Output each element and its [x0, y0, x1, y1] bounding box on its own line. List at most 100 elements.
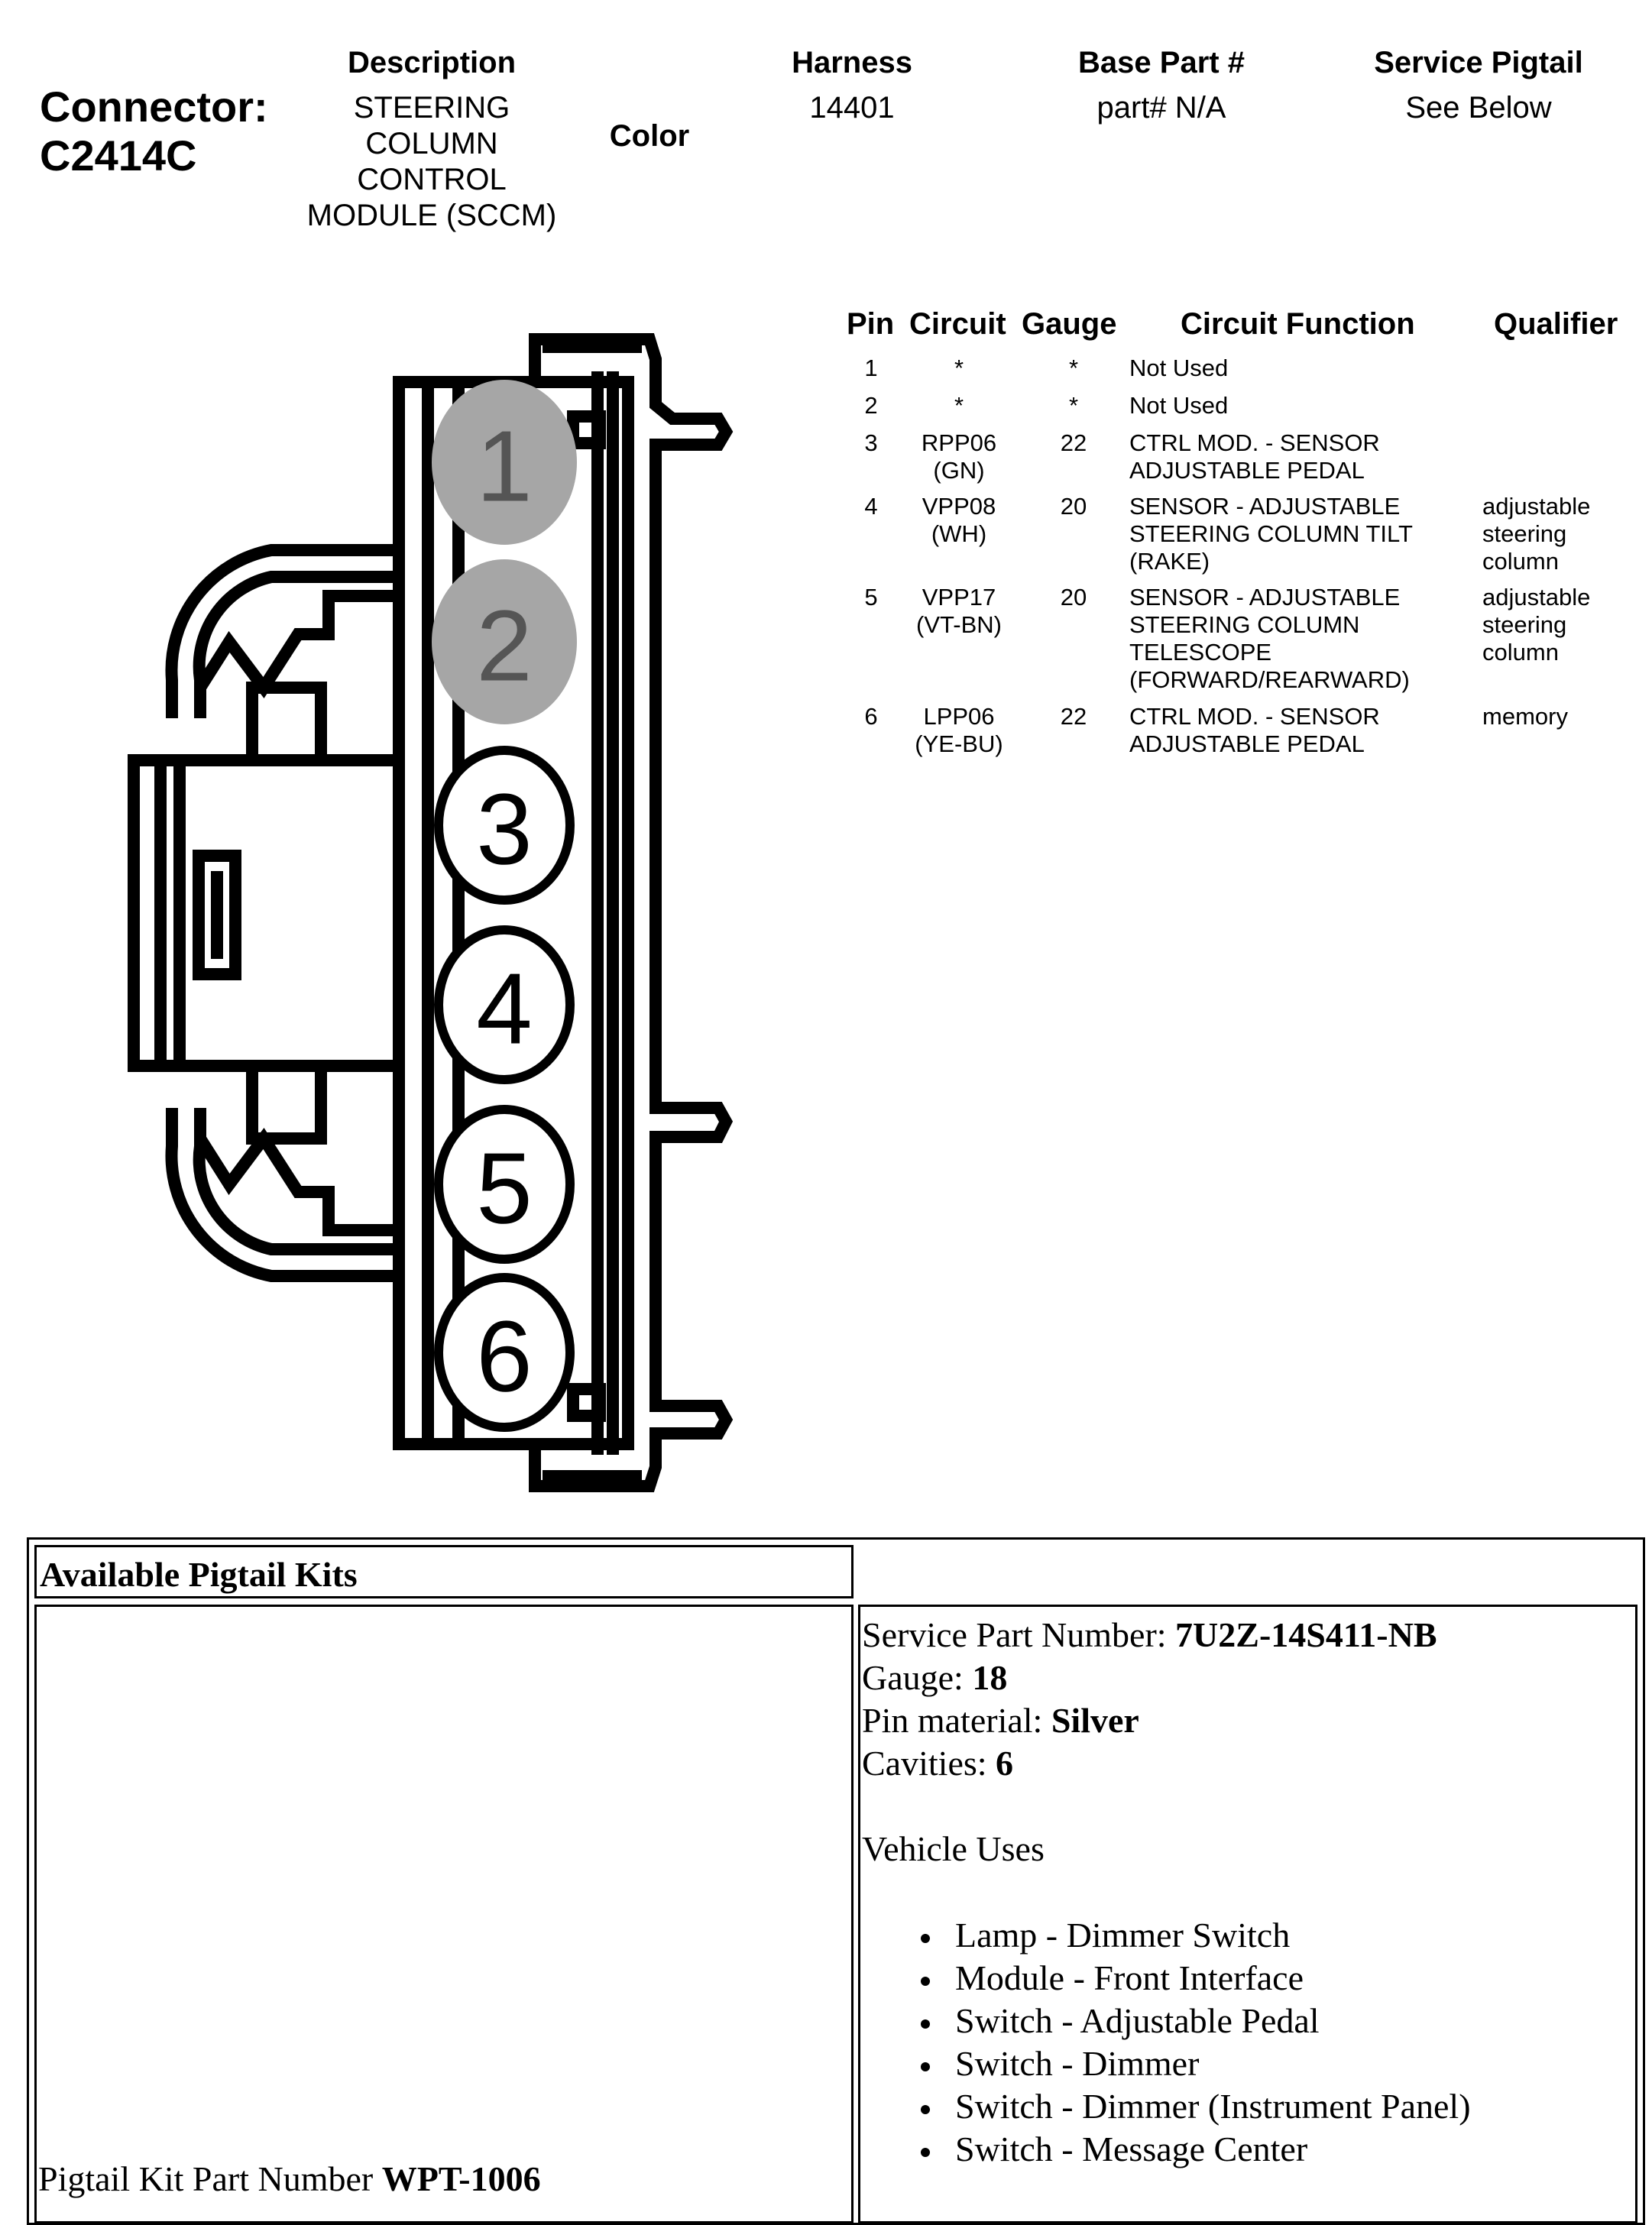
qualifier: memory [1482, 703, 1635, 730]
circuit-code-line: LPP06 [923, 703, 995, 730]
qualifier-line: steering [1482, 520, 1567, 547]
function-line: ADJUSTABLE PEDAL [1129, 730, 1365, 757]
gauge-value: * [1068, 355, 1079, 381]
circuit-function: SENSOR - ADJUSTABLE STEERING COLUMN TELE… [1129, 584, 1481, 694]
circuit-function: Not Used [1129, 392, 1229, 419]
upper-clip [165, 544, 399, 718]
pin-number: 6 [864, 703, 878, 730]
cavities-spec: Cavities: 6 [862, 1742, 1013, 1785]
kit-part-label: Pigtail Kit Part Number [38, 2159, 382, 2198]
circuit-code-line: VPP08 [922, 493, 996, 520]
circuit-code: * [954, 355, 964, 381]
pin-number: 4 [864, 493, 878, 520]
function-line: STEERING COLUMN TILT [1129, 520, 1413, 547]
description-line: COLUMN [365, 127, 498, 160]
circuit-function: CTRL MOD. - SENSOR ADJUSTABLE PEDAL [1129, 429, 1481, 484]
circuit-code: * [954, 392, 964, 419]
function-line: CTRL MOD. - SENSOR [1129, 429, 1380, 456]
pin-material-label: Pin material: [862, 1701, 1051, 1740]
vehicle-uses-label: Vehicle Uses [862, 1829, 1045, 1868]
gauge-spec: Gauge: 18 [862, 1657, 1007, 1699]
pin-2-circle [432, 559, 577, 724]
pin-6: 6 [434, 1273, 575, 1432]
gauge-value: 20 [1060, 584, 1087, 610]
gauge-column-header: Gauge [1022, 307, 1117, 341]
latch-tab [567, 1383, 606, 1422]
pin-1-circle [432, 380, 577, 545]
circuit-color-line: (VT-BN) [916, 611, 1002, 638]
color-header: Color [609, 119, 690, 153]
circuit-code: VPP17 (VT-BN) [902, 584, 1016, 639]
pin-6-circle [434, 1273, 575, 1432]
pin-material-spec: Pin material: Silver [862, 1699, 1139, 1742]
qualifier-line: adjustable [1482, 493, 1591, 520]
list-item: Module - Front Interface [921, 1957, 1471, 2000]
pin-number: 1 [864, 355, 878, 381]
pigtail-kit-cell [34, 1605, 854, 2223]
pin-1: 1 [432, 380, 577, 545]
connector-diagram: 1 2 3 4 5 6 [128, 333, 734, 1492]
latch-frame [529, 333, 734, 1492]
description-line: CONTROL [357, 163, 507, 196]
harness-header: Harness [792, 46, 912, 79]
pin-3: 3 [434, 746, 575, 905]
pigtail-kits-title: Available Pigtail Kits [40, 1555, 358, 1594]
base-part-value: part# N/A [1096, 91, 1226, 125]
pin-5: 5 [434, 1105, 575, 1264]
housing-slot [193, 850, 241, 980]
circuit-code-line: RPP06 [921, 429, 997, 456]
pigtail-title-cell [34, 1545, 854, 1598]
qualifier-line: steering [1482, 611, 1567, 638]
pin-4-circle [434, 925, 575, 1084]
cavities-value: 6 [996, 1744, 1014, 1783]
circuit-color-line: (GN) [933, 457, 985, 484]
list-item: Switch - Message Center [921, 2128, 1471, 2171]
gauge-value: 22 [1060, 703, 1087, 730]
service-part-number: Service Part Number: 7U2Z-14S411-NB [862, 1614, 1437, 1657]
function-line: TELESCOPE [1129, 639, 1272, 666]
pin-4: 4 [434, 925, 575, 1084]
pin-3-circle [434, 746, 575, 905]
lower-clip-spring [195, 1127, 399, 1236]
pin-6-label: 6 [476, 1300, 532, 1413]
pin-1-label: 1 [476, 410, 532, 523]
circuit-code-line: VPP17 [922, 584, 996, 610]
qualifier-line: memory [1482, 703, 1568, 730]
gauge-spec-value: 18 [972, 1658, 1008, 1697]
upper-clip-spring [195, 590, 399, 699]
pin-number: 5 [864, 584, 878, 610]
list-item: Lamp - Dimmer Switch [921, 1914, 1471, 1957]
connector-label-line1: Connector: [40, 83, 268, 131]
circuit-code: VPP08 (WH) [902, 493, 1016, 548]
base-part-header: Base Part # [1078, 46, 1245, 79]
function-line: ADJUSTABLE PEDAL [1129, 457, 1365, 484]
description-value: STEERING COLUMN CONTROL MODULE (SCCM) [290, 90, 573, 234]
lower-clip [165, 1108, 399, 1282]
connector-label: Connector: C2414C [40, 83, 268, 180]
gauge-value: 20 [1060, 493, 1087, 520]
pin-4-label: 4 [476, 953, 532, 1065]
circuit-code: LPP06 (YE-BU) [902, 703, 1016, 758]
function-line: (FORWARD/REARWARD) [1129, 666, 1410, 693]
harness-value: 14401 [809, 91, 895, 125]
description-header: Description [347, 46, 517, 79]
list-item: Switch - Adjustable Pedal [921, 2000, 1471, 2042]
lower-clip [193, 1108, 399, 1255]
description-line: STEERING [353, 91, 510, 125]
gauge-value: 22 [1060, 429, 1087, 456]
qualifier-line: adjustable [1482, 584, 1591, 610]
circuit-code: RPP06 (GN) [902, 429, 1016, 484]
qualifier-line: column [1482, 548, 1559, 575]
gauge-spec-label: Gauge: [862, 1658, 973, 1697]
latch-tab [567, 410, 606, 449]
qualifier-column-header: Qualifier [1494, 307, 1618, 341]
qualifier-line: column [1482, 639, 1559, 666]
pin-5-circle [434, 1105, 575, 1264]
function-line: STEERING COLUMN [1129, 611, 1360, 638]
connector-id: C2414C [40, 131, 197, 180]
service-pigtail-header: Service Pigtail [1374, 46, 1583, 79]
pin-3-label: 3 [476, 773, 532, 886]
vehicle-uses-list: Lamp - Dimmer Switch Module - Front Inte… [921, 1914, 1471, 2171]
qualifier: adjustable steering column [1482, 584, 1635, 666]
circuit-color-line: (WH) [931, 520, 987, 547]
